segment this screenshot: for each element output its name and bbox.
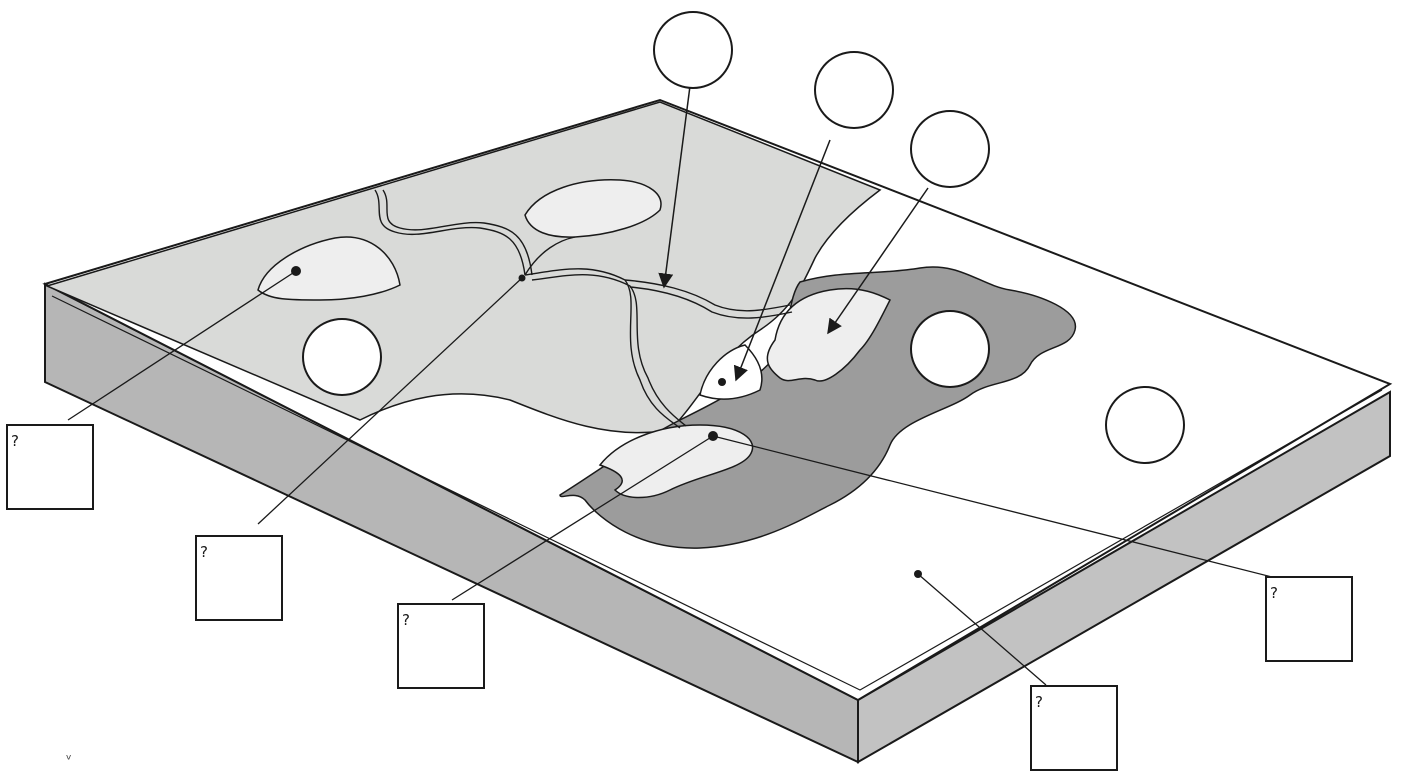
label-circle-6[interactable] xyxy=(1105,386,1185,464)
answer-box-4[interactable]: ? xyxy=(1265,576,1353,662)
marker-dot xyxy=(718,378,726,386)
label-circle-5[interactable] xyxy=(910,310,990,388)
answer-box-3[interactable]: ? xyxy=(397,603,485,689)
answer-box-1[interactable]: ? xyxy=(6,424,94,510)
corner-mark: ᵛ xyxy=(66,752,72,768)
label-circle-3[interactable] xyxy=(910,110,990,188)
answer-box-2[interactable]: ? xyxy=(195,535,283,621)
label-circle-4[interactable] xyxy=(302,318,382,396)
answer-box-5[interactable]: ? xyxy=(1030,685,1118,771)
label-circle-1[interactable] xyxy=(653,11,733,89)
label-circle-2[interactable] xyxy=(814,51,894,129)
